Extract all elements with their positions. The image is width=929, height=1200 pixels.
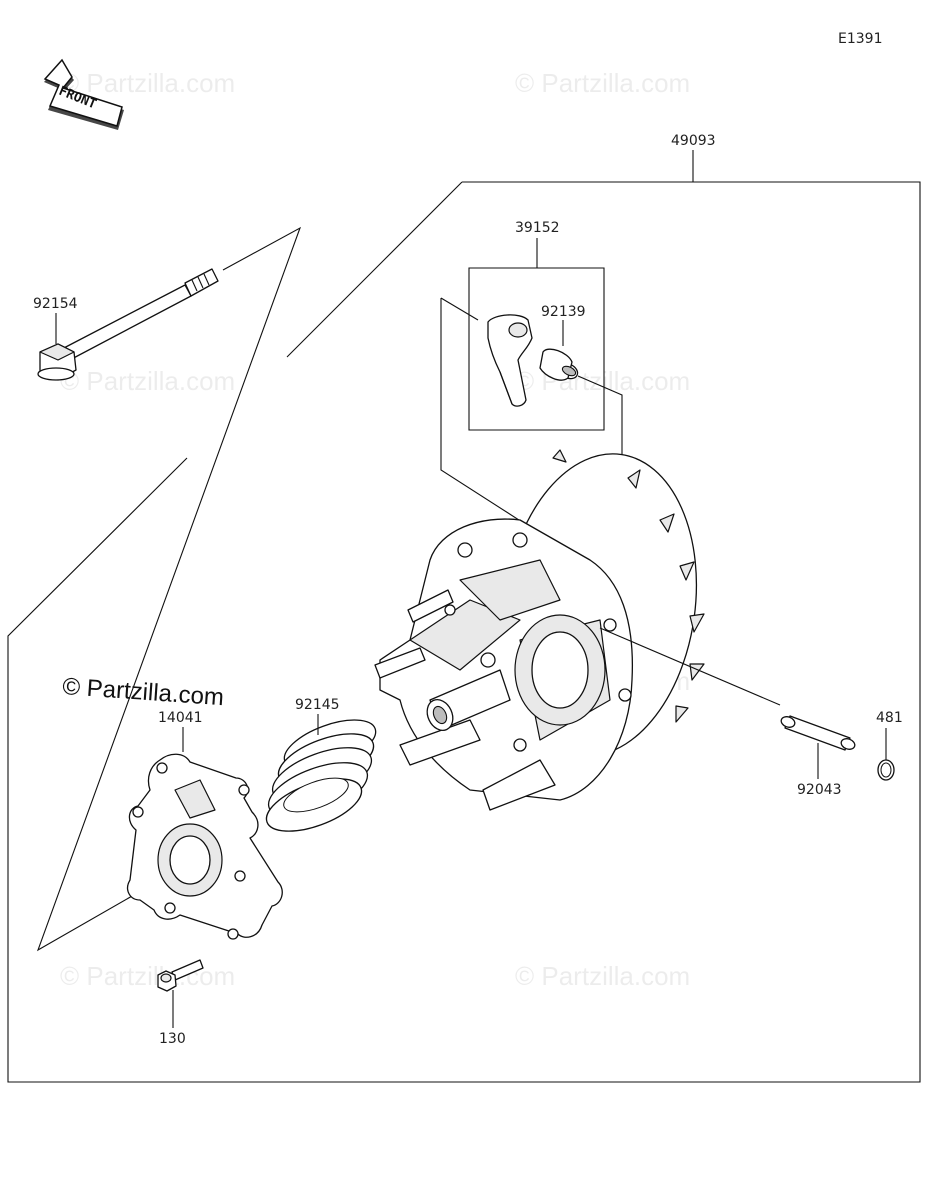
bolt-cover-guide: [36, 226, 302, 952]
pin-part: [780, 715, 856, 751]
diagram-code: E1391: [838, 31, 882, 47]
watermark: © Partzilla.com: [60, 68, 235, 98]
cover-plate-part: [126, 753, 283, 940]
circlip-part: [877, 759, 895, 781]
label-long-bolt: 92154: [33, 296, 78, 312]
label-circlip: 481: [876, 710, 903, 726]
small-bolt-part: [157, 959, 204, 992]
label-pin: 92043: [797, 782, 842, 798]
assembly-frame: [7, 181, 921, 1083]
watermark: © Partzilla.com: [60, 961, 235, 991]
collar-part: [539, 348, 579, 381]
label-collar: 92139: [541, 304, 586, 320]
label-assembly: 49093: [671, 133, 716, 149]
weight-kit-box: [468, 267, 605, 431]
weight-guide-2: [440, 297, 479, 321]
long-bolt-part: [37, 268, 219, 381]
label-cover: 14041: [158, 710, 203, 726]
watermark: © Partzilla.com: [515, 68, 690, 98]
label-small-bolt: 130: [159, 1031, 186, 1047]
assembly-frame-upper: [286, 181, 463, 358]
spring-part: [265, 719, 377, 832]
weight-arm-part: [487, 314, 533, 407]
pin-guide: [599, 627, 781, 706]
clutch-assembly-part: [374, 449, 705, 811]
label-weight-kit: 39152: [515, 220, 560, 236]
watermark: © Partzilla.com: [515, 961, 690, 991]
copyright-text: © Partzilla.com: [62, 673, 225, 711]
label-spring: 92145: [295, 697, 340, 713]
watermark: © Partzilla.com: [60, 366, 235, 396]
